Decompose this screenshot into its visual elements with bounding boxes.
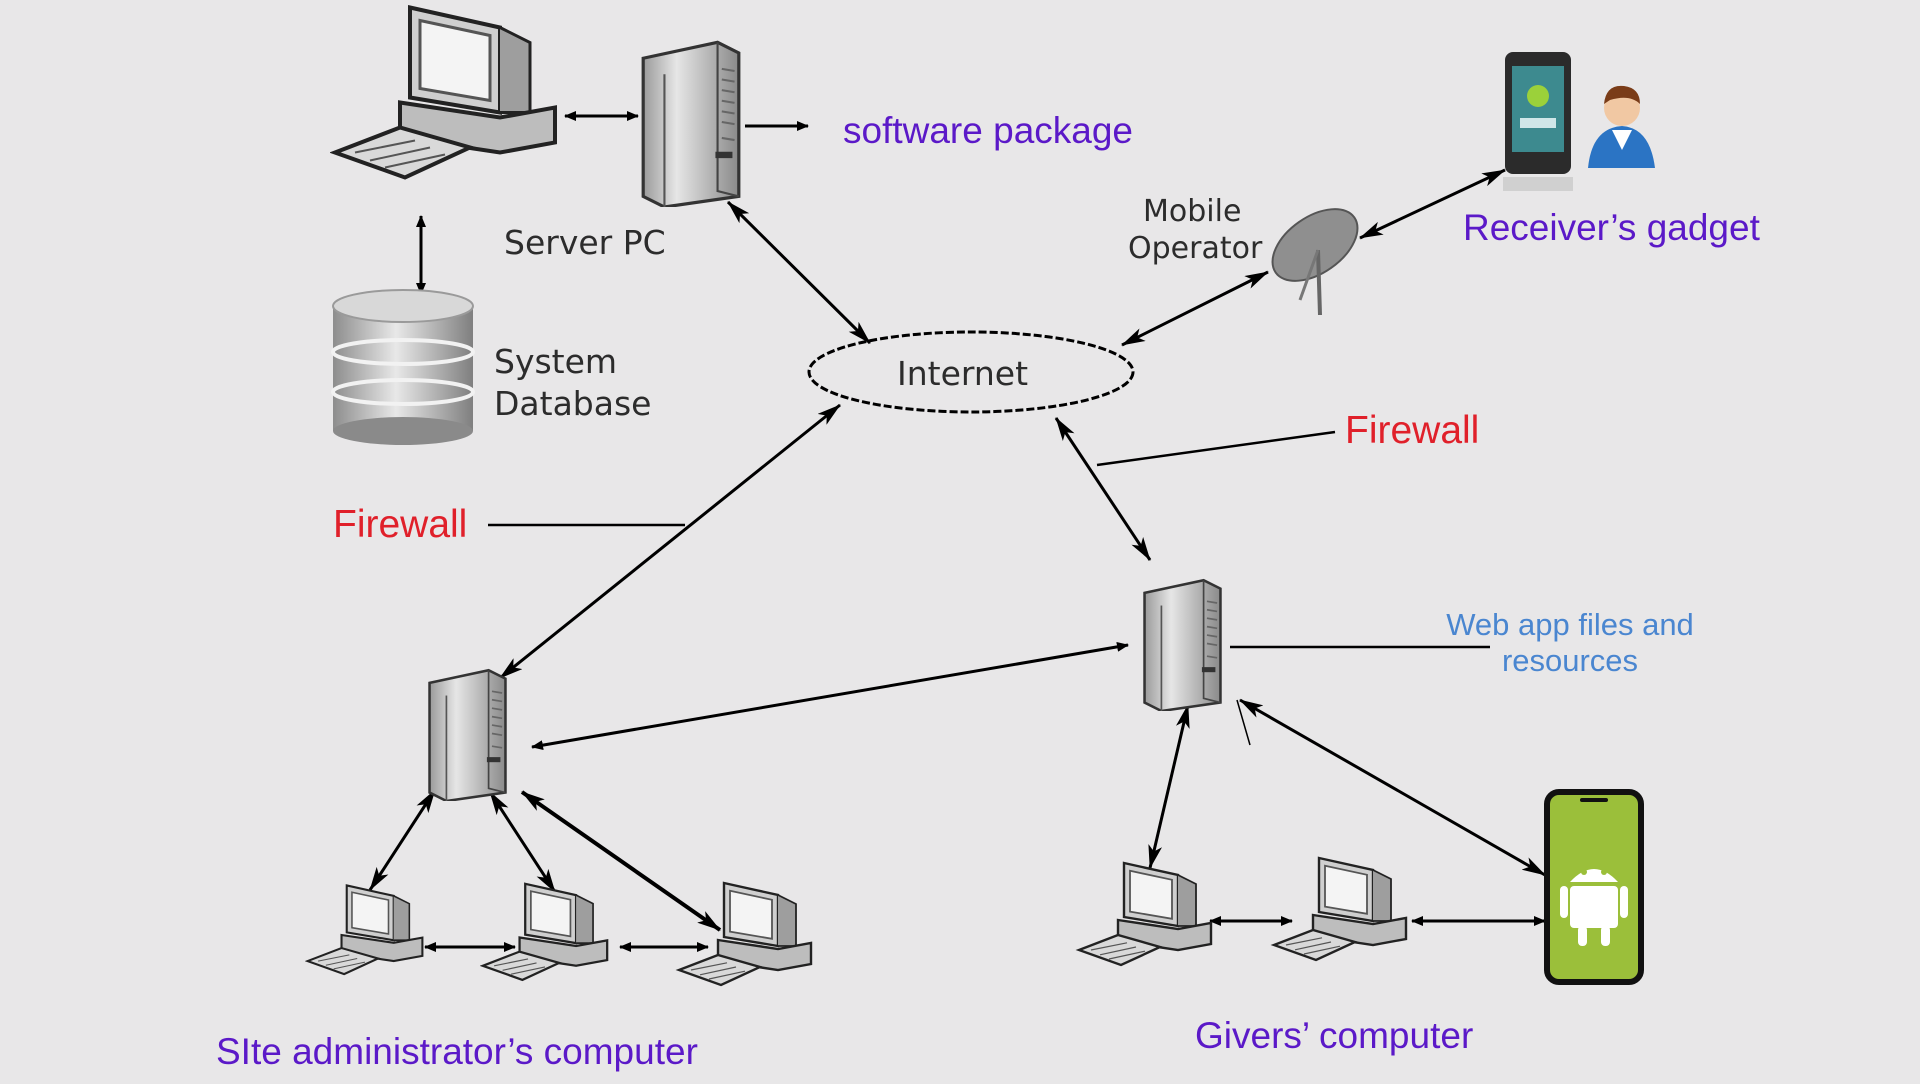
web-app-label-1: Web app files and	[1446, 607, 1694, 642]
android-phone-icon	[1544, 789, 1644, 985]
firewall-right-label: Firewall	[1345, 409, 1480, 452]
satellite-dish-icon	[1271, 208, 1359, 316]
server-tower-icon	[641, 40, 741, 207]
internet-ellipse	[807, 330, 1135, 414]
system-database-label-1: System	[494, 342, 618, 381]
user-avatar-icon	[1588, 85, 1655, 168]
workstation-icon	[306, 884, 424, 976]
firewall-right-pointer	[1096, 430, 1336, 467]
system-database-label-2: Database	[494, 384, 652, 423]
admin-pc1-link	[368, 789, 437, 891]
internet-admin-link	[499, 403, 841, 680]
connectors	[368, 111, 1546, 952]
mobile-operator-label-2: Operator	[1128, 231, 1263, 266]
server-internet-link	[726, 200, 872, 345]
web-app-label-2: resources	[1501, 643, 1639, 678]
web-server-tower-icon	[1142, 578, 1223, 711]
internet-mobile-link	[1121, 270, 1269, 347]
server-pc-label: Server PC	[504, 223, 666, 262]
workstation-icon	[481, 882, 609, 982]
site-admin-label: SIte administrator’s computer	[216, 1031, 698, 1072]
software-package-label: software package	[843, 110, 1134, 151]
mobile-phone-icon	[1503, 52, 1573, 191]
web-giver-pc-link	[1148, 704, 1190, 869]
mobile-operator-label-1: Mobile	[1143, 194, 1242, 229]
givers-computer-label: Givers’ computer	[1195, 1015, 1474, 1056]
database-icon	[331, 289, 475, 445]
mobile-receiver-link	[1359, 168, 1506, 240]
admin-pc3-link	[520, 790, 722, 932]
internet-web-link	[1054, 417, 1152, 561]
admin-server-tower-icon	[427, 668, 508, 801]
workstation-icon	[1077, 861, 1213, 967]
admin-web-link	[531, 641, 1129, 751]
firewall-left-label: Firewall	[333, 503, 468, 546]
workstation-icon	[677, 881, 813, 987]
receivers-gadget-label: Receiver’s gadget	[1463, 207, 1760, 248]
web-tick	[1236, 699, 1251, 746]
desktop-computer-icon	[335, 8, 555, 178]
web-android-link	[1239, 698, 1546, 877]
internet-label: Internet	[897, 354, 1029, 393]
workstation-icon	[1272, 856, 1408, 962]
